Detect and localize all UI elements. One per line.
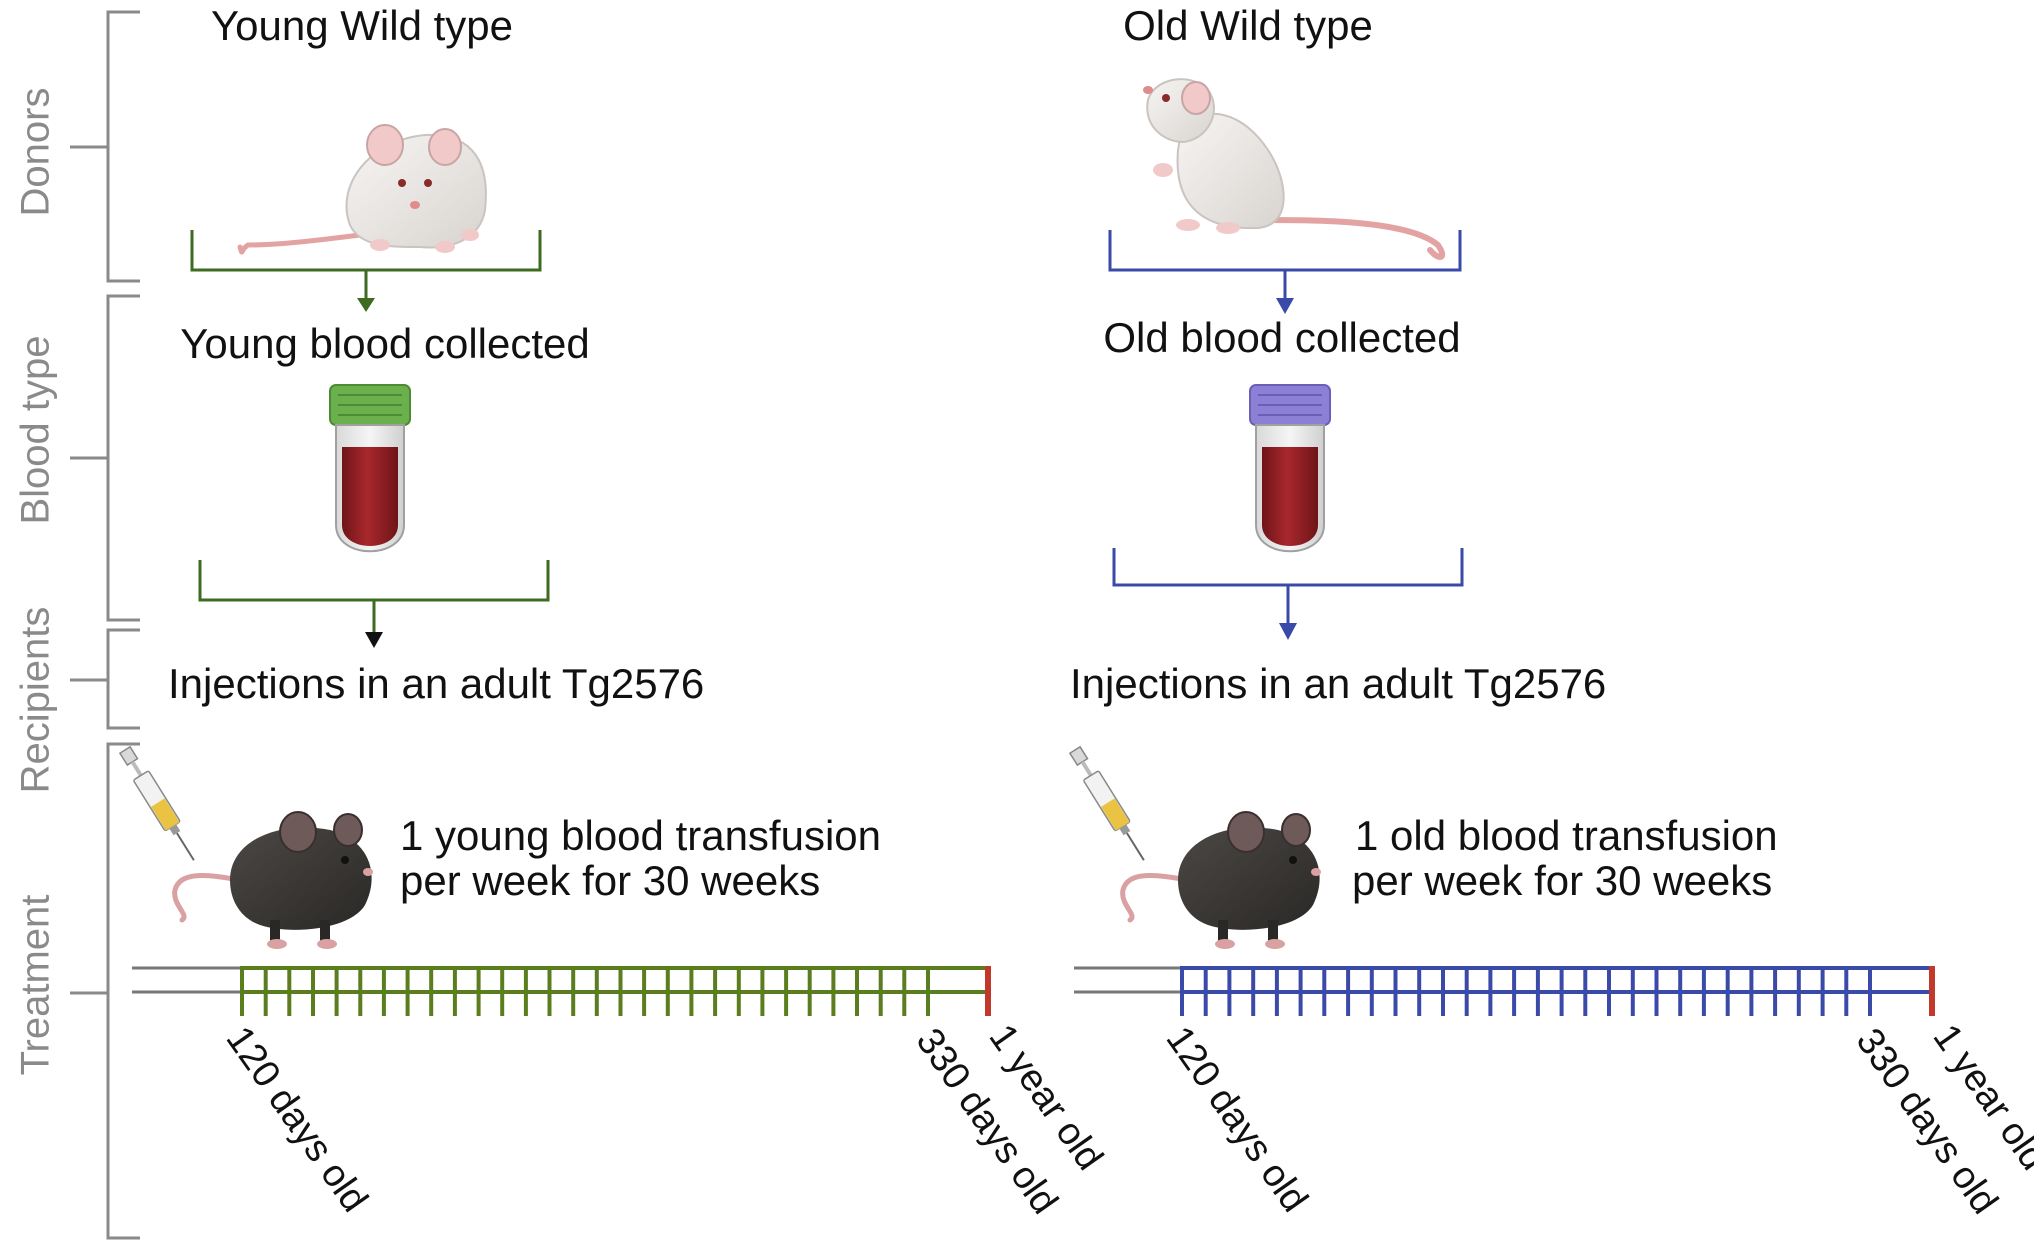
- old-blood-label: Old blood collected: [1103, 314, 1460, 361]
- young-injection-ticks: [240, 966, 930, 1016]
- young-blood-label: Young blood collected: [180, 320, 589, 367]
- old-treatment-line2: per week for 30 weeks: [1352, 857, 1772, 904]
- old-donor-bracket: [1108, 230, 1462, 300]
- young-treatment-line2: per week for 30 weeks: [400, 857, 820, 904]
- young-treatment-line1: 1 young blood transfusion: [400, 812, 881, 859]
- sitting-white-mouse-icon: [1143, 78, 1446, 260]
- old-recipient-label: Injections in an adult Tg2576: [1070, 660, 1606, 707]
- young-donor-arrow: [357, 298, 375, 312]
- young-recipient-label: Injections in an adult Tg2576: [168, 660, 704, 707]
- section-label-blood-type: Blood type: [14, 335, 58, 524]
- section-label-recipients: Recipients: [14, 607, 58, 794]
- white-mouse-icon: [237, 124, 487, 255]
- syringe-icon: [1068, 745, 1145, 861]
- young-tube-arrow: [365, 632, 383, 648]
- old-tube-bracket: [1112, 548, 1464, 625]
- young-timeline: [132, 966, 991, 1016]
- old-injection-ticks: [1180, 966, 1872, 1016]
- old-donor-arrow: [1276, 298, 1294, 314]
- old-start-label: 120 days old: [1158, 1019, 1316, 1220]
- young-donor-title: Young Wild type: [211, 2, 513, 49]
- section-label-donors: Donors: [14, 88, 58, 217]
- young-start-label: 120 days old: [218, 1019, 376, 1220]
- treatment-bracket: [70, 742, 140, 1240]
- old-donor-title: Old Wild type: [1123, 2, 1373, 49]
- old-treatment-line1: 1 old blood transfusion: [1355, 812, 1778, 859]
- recipients-bracket: [70, 628, 140, 730]
- black-mouse-icon: [172, 811, 373, 949]
- young-donor-bracket: [190, 230, 542, 300]
- blood-type-bracket: [70, 294, 140, 622]
- donors-bracket: [70, 10, 140, 283]
- blood-tube-icon: [329, 384, 411, 553]
- old-timeline: [1074, 966, 1935, 1016]
- old-column: Old Wild type Old blood collected: [1068, 2, 2034, 1222]
- section-brackets: Donors Blood type Recipients Treatment: [14, 10, 140, 1240]
- young-column: Young Wild type Young blood collected: [118, 2, 1111, 1222]
- black-mouse-icon: [1120, 811, 1321, 949]
- old-tube-arrow: [1279, 623, 1297, 640]
- blood-tube-icon: [1249, 384, 1331, 553]
- section-label-treatment: Treatment: [14, 895, 58, 1076]
- syringe-icon: [118, 745, 195, 861]
- young-tube-bracket: [198, 560, 550, 632]
